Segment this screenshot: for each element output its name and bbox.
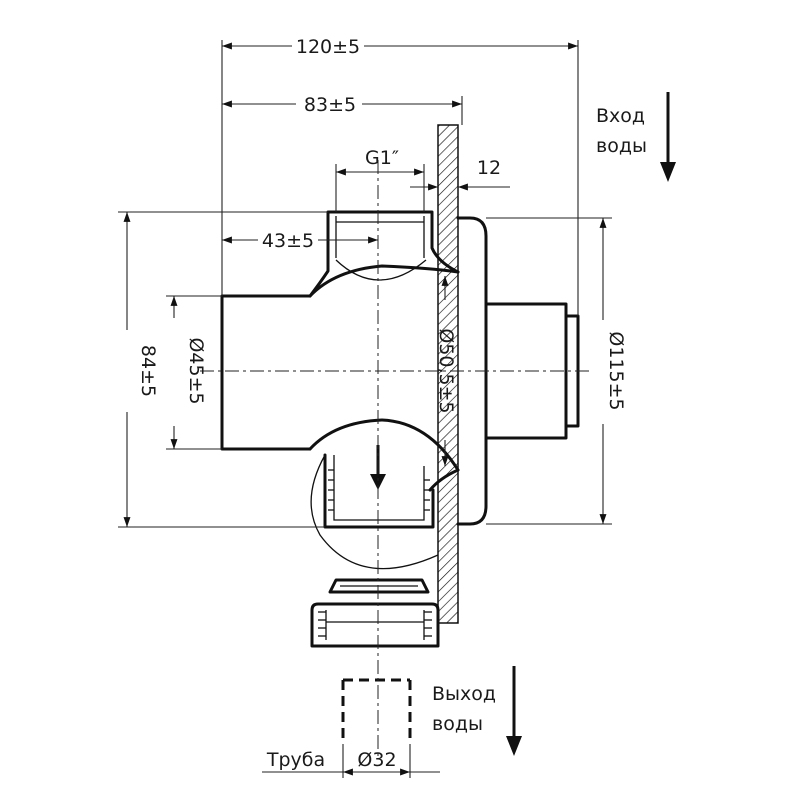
label-height: 84±5 bbox=[137, 345, 159, 397]
dimension-seat-diameter: Ø50,5±5 bbox=[435, 276, 457, 466]
dimension-body-diameter: Ø45±5 bbox=[166, 295, 222, 450]
dimension-pipe-diameter: Ø32 Труба bbox=[262, 744, 440, 778]
dimension-flange-diameter: Ø115±5 bbox=[486, 217, 627, 525]
label-body-diameter: Ø45±5 bbox=[185, 337, 207, 404]
label-outlet-line1: Выход bbox=[432, 683, 496, 705]
valve-body bbox=[220, 210, 460, 570]
label-outlet-line2: воды bbox=[432, 713, 483, 735]
dimension-wall: 12 bbox=[410, 157, 510, 191]
dimension-overall-width: 120±5 bbox=[221, 36, 579, 316]
dimension-height: 84±5 bbox=[118, 211, 328, 528]
center-lines bbox=[200, 160, 590, 760]
dimension-outlet-offset: 43±5 bbox=[222, 230, 378, 252]
pipe-outline bbox=[341, 678, 412, 744]
label-overall-width: 120±5 bbox=[296, 36, 360, 58]
label-inlet-line2: воды bbox=[596, 135, 647, 157]
label-wall: 12 bbox=[477, 157, 501, 179]
dimension-thread: G1″ bbox=[335, 147, 425, 212]
label-flange-width: 83±5 bbox=[304, 94, 356, 116]
label-inlet-line1: Вход bbox=[596, 105, 645, 127]
label-flange-diameter: Ø115±5 bbox=[605, 331, 627, 410]
label-pipe: Труба bbox=[266, 749, 325, 771]
dimension-flange-width: 83±5 bbox=[222, 94, 463, 125]
inlet-indicator: Вход воды bbox=[596, 92, 676, 182]
label-seat-diameter: Ø50,5±5 bbox=[435, 328, 457, 413]
wall bbox=[437, 124, 459, 624]
label-pipe-diameter: Ø32 bbox=[357, 749, 396, 771]
union-nut bbox=[310, 602, 440, 648]
label-outlet-offset: 43±5 bbox=[262, 230, 314, 252]
seal-ring bbox=[328, 578, 430, 594]
outlet-indicator: Выход воды bbox=[432, 666, 522, 756]
label-thread: G1″ bbox=[365, 147, 399, 169]
